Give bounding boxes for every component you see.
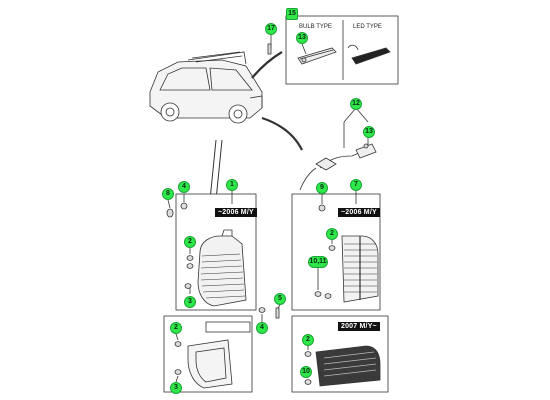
callout-10-11[interactable]: 10,11 [308, 256, 328, 268]
trim-strip-rear [261, 116, 303, 151]
rear-lamp-housing-2007 [187, 321, 251, 389]
vehicle-illustration [149, 51, 263, 124]
high-mount-stop-lamp-led [347, 44, 391, 65]
high-mount-stop-lamp-bulb [297, 47, 337, 65]
callout-2-bottom-left[interactable]: 2 [170, 322, 182, 334]
bulb-type-label: BULB TYPE [299, 24, 332, 30]
callout-15[interactable]: 15 [286, 8, 298, 20]
rear-combination-lamp-2007 [315, 345, 381, 387]
rear-combination-lamp-right-2006 [341, 235, 379, 303]
rear-combination-lamp-left-2006 [197, 229, 247, 307]
callout-13-right[interactable]: 13 [363, 126, 375, 138]
led-type-label: LED TYPE [353, 24, 382, 30]
callout-5[interactable]: 5 [274, 293, 286, 305]
trim-strip-upper [251, 51, 283, 79]
callout-8[interactable]: 8 [162, 188, 174, 200]
callout-4-top[interactable]: 4 [178, 181, 190, 193]
callout-13-top[interactable]: 13 [296, 32, 308, 44]
callout-2-left[interactable]: 2 [184, 236, 196, 248]
model-year-tag-left: ~2006 M/Y [215, 208, 257, 217]
callout-9[interactable]: 9 [316, 182, 328, 194]
callout-3-bottom-left[interactable]: 3 [170, 382, 182, 394]
callout-17[interactable]: 17 [265, 23, 277, 35]
callout-4-bottom[interactable]: 4 [256, 322, 268, 334]
license-lamp-harness [299, 143, 377, 191]
callout-2-right[interactable]: 2 [326, 228, 338, 240]
callout-10[interactable]: 10 [300, 366, 312, 378]
callout-2-bottom-right[interactable]: 2 [302, 334, 314, 346]
model-year-tag-right: ~2006 M/Y [338, 208, 380, 217]
trim-strip-pillar [209, 139, 223, 201]
callout-7[interactable]: 7 [350, 179, 362, 191]
callout-12[interactable]: 12 [350, 98, 362, 110]
callout-1[interactable]: 1 [226, 179, 238, 191]
callout-3-left[interactable]: 3 [184, 296, 196, 308]
model-year-tag-2007: 2007 M/Y~ [338, 322, 380, 331]
